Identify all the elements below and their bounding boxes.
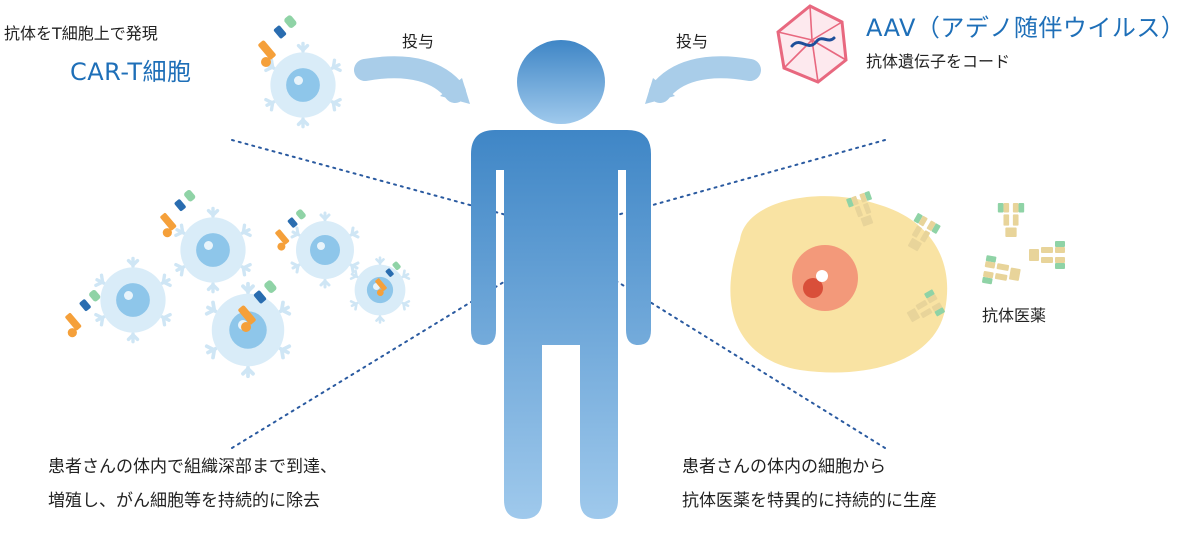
antibody-drug-label: 抗体医薬	[982, 306, 1047, 325]
aav-virus-icon	[776, 4, 848, 84]
aav-title: AAV（アデノ随伴ウイルス）	[866, 14, 1186, 42]
arrow-left-label: 投与	[402, 32, 435, 51]
right-caption-line2: 抗体医薬を特異的に持続的に生産	[682, 491, 937, 511]
car-t-subtitle: 抗体をT細胞上で発現	[4, 24, 158, 43]
arrow-right-label: 投与	[676, 32, 709, 51]
car-t-cell-icon	[258, 14, 342, 129]
car-t-cells-group	[65, 188, 411, 379]
right-caption-line1: 患者さんの体内の細胞から	[682, 457, 886, 477]
arrow-right-icon	[645, 56, 761, 104]
left-caption-line1: 患者さんの体内で組織深部まで到達、	[48, 457, 337, 477]
person-icon	[471, 40, 651, 519]
arrow-left-icon	[354, 56, 470, 104]
aav-subtitle: 抗体遺伝子をコード	[866, 52, 1011, 71]
tumor-cell-icon	[730, 196, 948, 373]
car-t-title: CAR-T細胞	[70, 58, 192, 86]
left-caption-line2: 増殖し、がん細胞等を持続的に除去	[48, 491, 320, 511]
